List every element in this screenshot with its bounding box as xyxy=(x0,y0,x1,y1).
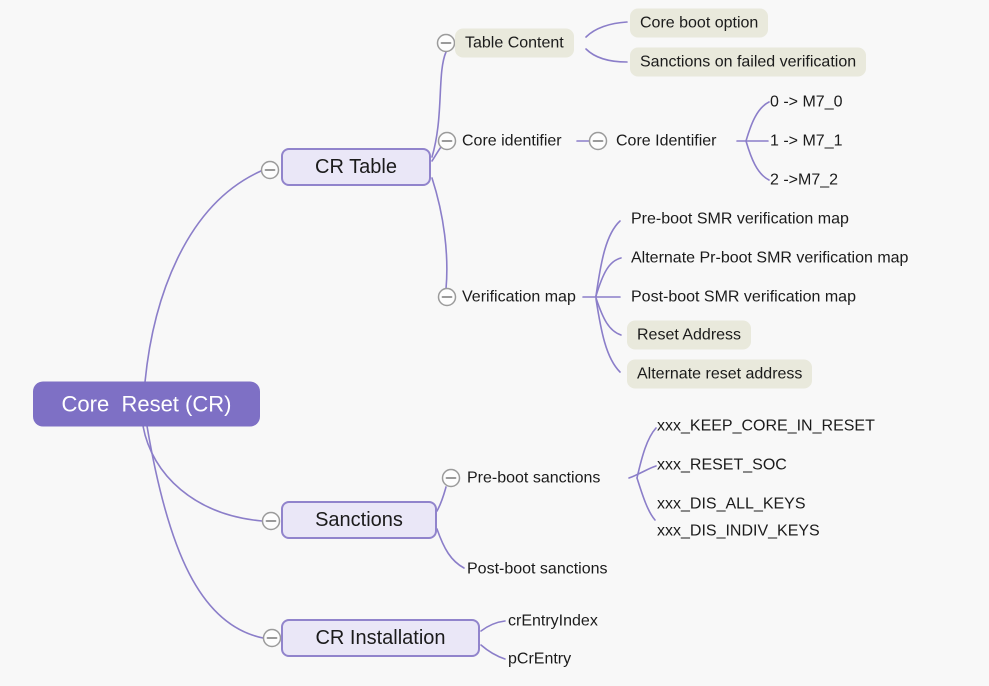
edge-cr-table-to-table-content xyxy=(431,51,447,158)
edge-verification-map-to-pre-boot-smr xyxy=(595,220,621,297)
node-xxx-dis-indiv-keys[interactable]: xxx_DIS_INDIV_KEYS xyxy=(657,522,820,540)
node-alternate-reset-address[interactable]: Alternate reset address xyxy=(627,359,813,389)
edge-core-identifier2-to-m7-0 xyxy=(745,101,770,142)
edge-verification-map-to-alt-pre-boot-smr xyxy=(595,257,622,297)
node-core-identifier[interactable]: Core identifier xyxy=(462,132,562,150)
node-table-content[interactable]: Table Content xyxy=(455,28,574,58)
node-reset-address[interactable]: Reset Address xyxy=(627,320,752,350)
node-core-boot-option[interactable]: Core boot option xyxy=(630,8,769,38)
node-core-identifier-2[interactable]: Core Identifier xyxy=(616,132,717,150)
edge-verification-map-to-alt-reset-address xyxy=(595,298,621,373)
node-sanctions[interactable]: Sanctions xyxy=(281,501,437,539)
node-post-boot-smr-verification-map[interactable]: Post-boot SMR verification map xyxy=(631,288,856,306)
node-p-cr-entry[interactable]: pCrEntry xyxy=(508,650,572,668)
node-xxx-keep-core-in-reset[interactable]: xxx_KEEP_CORE_IN_RESET xyxy=(657,417,875,435)
node-cr-table[interactable]: CR Table xyxy=(281,148,431,186)
node-pre-boot-smr-verification-map[interactable]: Pre-boot SMR verification map xyxy=(631,210,849,228)
collapse-toggle-core-identifier[interactable] xyxy=(437,131,457,151)
collapse-toggle-pre-boot-sanctions[interactable] xyxy=(441,468,461,488)
node-pre-boot-sanctions[interactable]: Pre-boot sanctions xyxy=(467,469,601,487)
edge-cr-installation-to-cr-entry-index xyxy=(480,620,506,632)
collapse-toggle-table-content[interactable] xyxy=(436,33,456,53)
node-m7-0[interactable]: 0 -> M7_0 xyxy=(770,93,843,111)
node-m7-2[interactable]: 2 ->M7_2 xyxy=(770,171,839,189)
edge-root-to-sanctions xyxy=(142,425,263,522)
collapse-toggle-cr-installation[interactable] xyxy=(262,628,282,648)
node-xxx-reset-soc[interactable]: xxx_RESET_SOC xyxy=(657,456,787,474)
edge-cr-table-to-verification-map xyxy=(431,177,448,290)
node-m7-1[interactable]: 1 -> M7_1 xyxy=(770,132,843,150)
edge-pre-boot-to-xxx-keep xyxy=(636,427,657,479)
node-post-boot-sanctions[interactable]: Post-boot sanctions xyxy=(467,560,608,578)
node-xxx-dis-all-keys[interactable]: xxx_DIS_ALL_KEYS xyxy=(657,495,806,513)
edge-cr-table-to-core-identifier xyxy=(431,146,442,162)
edge-core-identifier2-to-m7-2 xyxy=(745,140,770,181)
edge-verification-map-to-reset-address xyxy=(595,297,622,336)
edge-table-content-to-sanctions-failed xyxy=(585,48,628,63)
edge-root-to-cr-installation xyxy=(146,425,264,639)
edge-cr-installation-to-p-cr-entry xyxy=(480,644,506,660)
node-core-reset-root[interactable]: Core Reset (CR) xyxy=(33,381,260,427)
node-cr-entry-index[interactable]: crEntryIndex xyxy=(508,612,598,630)
collapse-toggle-cr-table[interactable] xyxy=(260,160,280,180)
edge-root-to-cr-table xyxy=(144,170,262,383)
collapse-toggle-sanctions[interactable] xyxy=(261,511,281,531)
node-verification-map[interactable]: Verification map xyxy=(462,288,576,306)
edge-pre-boot-to-xxx-dis-keys xyxy=(636,477,656,521)
edge-pre-boot-to-xxx-reset-soc xyxy=(628,465,657,479)
edge-sanctions-to-pre-boot xyxy=(436,486,447,512)
node-alternate-pr-boot-smr-verification-map[interactable]: Alternate Pr-boot SMR verification map xyxy=(631,249,909,267)
edge-sanctions-to-post-boot xyxy=(436,528,465,569)
collapse-toggle-verification-map[interactable] xyxy=(437,287,457,307)
collapse-toggle-core-identifier2[interactable] xyxy=(588,131,608,151)
edge-table-content-to-core-boot-option xyxy=(585,21,628,38)
node-cr-installation[interactable]: CR Installation xyxy=(281,619,480,657)
node-sanctions-on-failed-verification[interactable]: Sanctions on failed verification xyxy=(630,47,867,77)
